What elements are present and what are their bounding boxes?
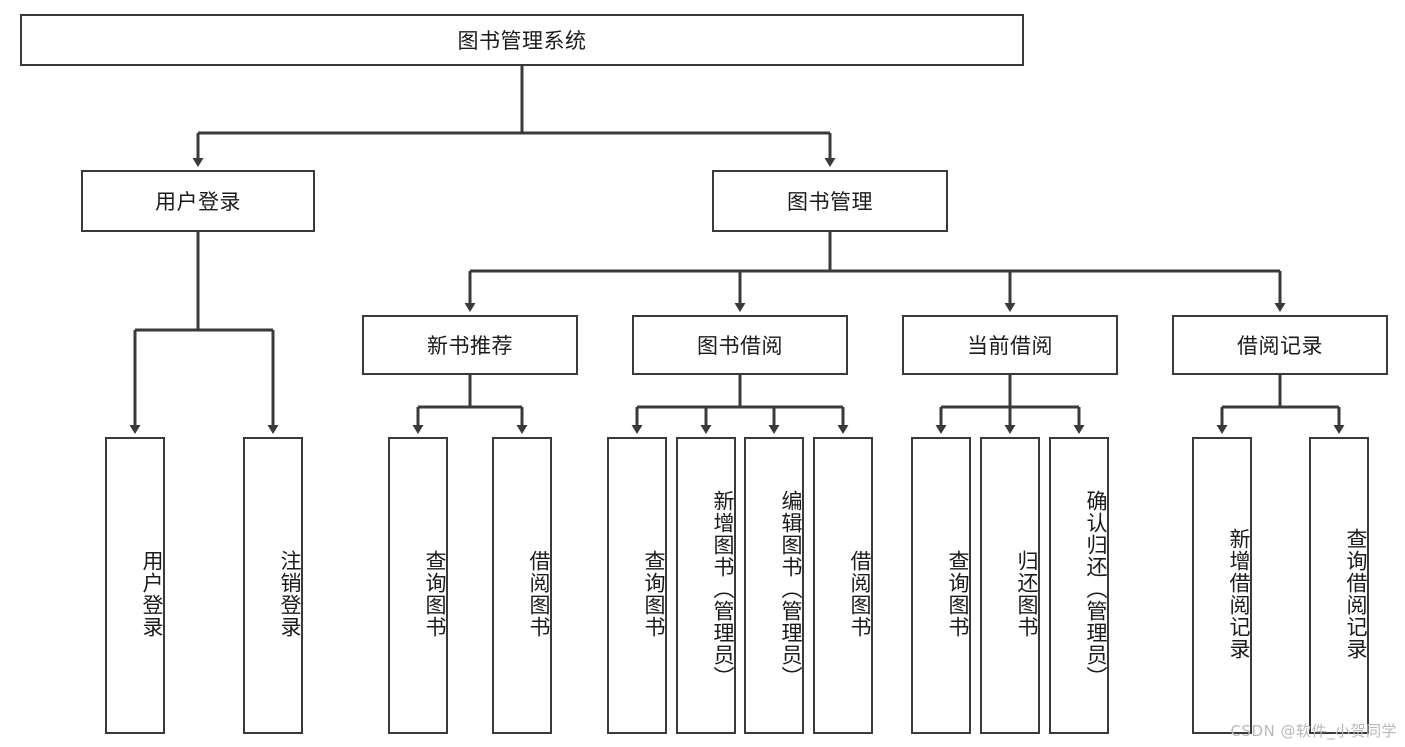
node-new-book-recommend[interactable]: 新书推荐 (362, 315, 578, 375)
leaf-book-borrow-edit-label: 编辑图书（管理员） (779, 489, 803, 688)
leaf-book-borrow-query[interactable]: 查询图书 (607, 437, 667, 734)
leaf-book-borrow-edit[interactable]: 编辑图书（管理员） (744, 437, 804, 734)
leaf-borrow-record-query[interactable]: 查询借阅记录 (1309, 437, 1369, 734)
leaf-current-borrow-confirm[interactable]: 确认归还（管理员） (1049, 437, 1109, 734)
leaf-book-borrow-add[interactable]: 新增图书（管理员） (676, 437, 736, 734)
node-root-label: 图书管理系统 (457, 29, 587, 53)
leaf-book-borrow-borrow-label: 借阅图书 (848, 549, 872, 638)
leaf-borrow-record-add[interactable]: 新增借阅记录 (1192, 437, 1252, 734)
leaf-current-borrow-return[interactable]: 归还图书 (980, 437, 1040, 734)
leaf-book-borrow-query-label: 查询图书 (642, 549, 666, 638)
node-user-login[interactable]: 用户登录 (81, 170, 315, 232)
leaf-user-login-logout-label: 注销登录 (278, 549, 302, 638)
leaf-new-book-query-label: 查询图书 (423, 549, 447, 638)
leaf-book-borrow-add-label: 新增图书（管理员） (711, 489, 735, 688)
node-root[interactable]: 图书管理系统 (20, 14, 1024, 66)
node-book-borrow-label: 图书借阅 (697, 334, 783, 358)
leaf-user-login-login[interactable]: 用户登录 (105, 437, 165, 734)
leaf-borrow-record-add-label: 新增借阅记录 (1227, 527, 1251, 660)
node-book-borrow[interactable]: 图书借阅 (632, 315, 848, 375)
node-book-manage-label: 图书管理 (787, 190, 873, 214)
leaf-user-login-login-label: 用户登录 (140, 549, 164, 638)
leaf-new-book-borrow[interactable]: 借阅图书 (492, 437, 552, 734)
node-borrow-record-label: 借阅记录 (1237, 334, 1323, 358)
node-user-login-label: 用户登录 (155, 190, 241, 214)
leaf-current-borrow-query[interactable]: 查询图书 (911, 437, 971, 734)
leaf-current-borrow-return-label: 归还图书 (1015, 549, 1039, 638)
node-current-borrow[interactable]: 当前借阅 (902, 315, 1118, 375)
node-book-manage[interactable]: 图书管理 (712, 170, 948, 232)
leaf-book-borrow-borrow[interactable]: 借阅图书 (813, 437, 873, 734)
node-current-borrow-label: 当前借阅 (967, 334, 1053, 358)
leaf-new-book-borrow-label: 借阅图书 (527, 549, 551, 638)
node-borrow-record[interactable]: 借阅记录 (1172, 315, 1388, 375)
node-new-book-recommend-label: 新书推荐 (427, 334, 513, 358)
leaf-current-borrow-query-label: 查询图书 (946, 549, 970, 638)
leaf-new-book-query[interactable]: 查询图书 (388, 437, 448, 734)
leaf-user-login-logout[interactable]: 注销登录 (243, 437, 303, 734)
leaf-current-borrow-confirm-label: 确认归还（管理员） (1084, 489, 1108, 688)
leaf-borrow-record-query-label: 查询借阅记录 (1344, 527, 1368, 660)
